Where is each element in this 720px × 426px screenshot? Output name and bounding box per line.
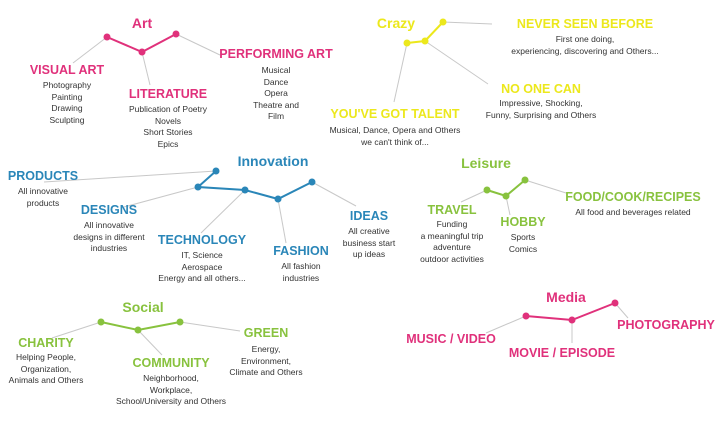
community-label: COMMUNITY	[132, 356, 210, 370]
art-node-2	[138, 48, 146, 56]
innovation-node-5	[308, 178, 316, 186]
designs-label: DESIGNS	[80, 203, 138, 217]
media-node-1	[522, 312, 530, 320]
crazy-node-1	[403, 39, 411, 47]
leisure-title: Leisure	[461, 155, 511, 171]
media-node-3	[611, 299, 619, 307]
food-cook-recipes-desc: All food and beverages related	[575, 207, 691, 217]
social-node-1	[97, 318, 105, 326]
crazy-node-2	[421, 37, 429, 45]
green-label: GREEN	[243, 326, 289, 340]
leisure-node-1	[483, 186, 491, 194]
never-seen-before-label: NEVER SEEN BEFORE	[516, 17, 654, 31]
charity-desc: Helping People,Organization,Animals and …	[8, 352, 84, 385]
performing-art-label: PERFORMING ART	[219, 47, 333, 61]
art-node-1	[103, 33, 111, 41]
media-node-2	[568, 316, 576, 324]
food-cook-recipes-label: FOOD/COOK/RECIPES	[565, 190, 701, 204]
visual-art-label: VISUAL ART	[29, 63, 105, 77]
youve-got-talent-label: YOU'VE GOT TALENT	[330, 107, 460, 121]
social-node-2	[134, 326, 142, 334]
fashion-label: FASHION	[273, 244, 329, 258]
hobby-label: HOBBY	[500, 215, 546, 229]
innovation-node-3	[241, 186, 249, 194]
social-title: Social	[122, 299, 164, 315]
community-desc: Neighborhood,Workplace,School/University…	[115, 373, 227, 406]
technology-label: TECHNOLOGY	[157, 233, 247, 247]
green-desc: Energy,Environment,Climate and Others	[229, 344, 303, 377]
innovation-title: Innovation	[237, 153, 309, 169]
art-node-3	[172, 30, 180, 38]
innovation-node-1	[212, 167, 220, 175]
art-title: Art	[131, 15, 153, 31]
ideas-label: IDEAS	[349, 209, 389, 223]
media-title: Media	[546, 289, 586, 305]
charity-label: CHARITY	[18, 336, 74, 350]
no-one-can-label: NO ONE CAN	[501, 82, 581, 96]
never-seen-before-desc: First one doing,experiencing, discoverin…	[511, 34, 659, 56]
travel-label: TRAVEL	[427, 203, 477, 217]
music-video-label: MUSIC / VIDEO	[406, 332, 496, 346]
leisure-node-2	[502, 192, 510, 200]
literature-label: LITERATURE	[128, 87, 208, 101]
movie-episode-label: MOVIE / EPISODE	[508, 346, 616, 360]
photography-label: PHOTOGRAPHY	[617, 318, 715, 332]
innovation-node-4	[274, 195, 282, 203]
products-label: PRODUCTS	[7, 169, 79, 183]
innovation-node-2	[194, 183, 202, 191]
crazy-node-3	[439, 18, 447, 26]
leisure-node-3	[521, 176, 529, 184]
crazy-title: Crazy	[376, 15, 416, 31]
social-node-3	[176, 318, 184, 326]
no-one-can-desc: Impressive, Shocking,Funny, Surprising a…	[485, 98, 597, 120]
